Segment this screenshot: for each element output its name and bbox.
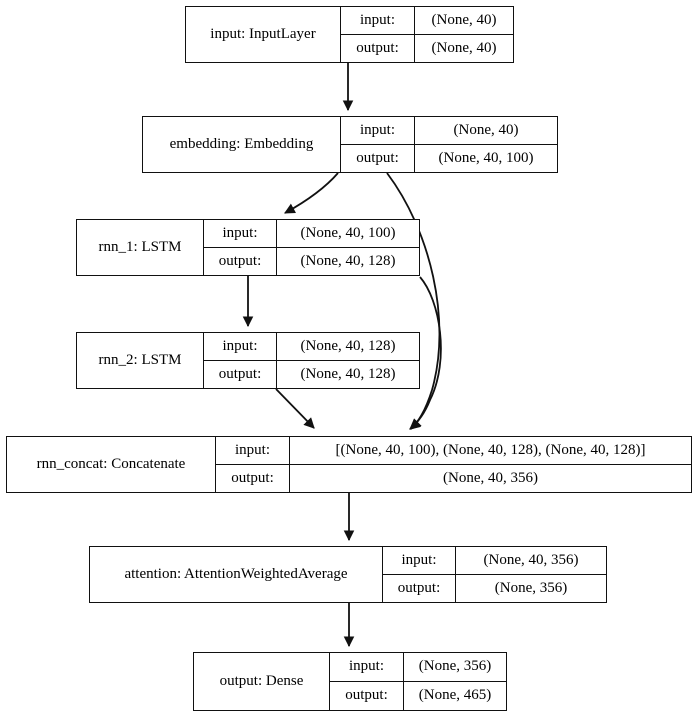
node-input-label: input: InputLayer [186,7,341,62]
node-attention-input-shape: (None, 40, 356) [483,551,579,568]
io-label-output: output: [216,464,290,492]
io-label-output: output: [204,360,277,388]
node-rnn-concat-io: input: [(None, 40, 100), (None, 40, 128)… [216,437,691,492]
io-label-input: input: [341,117,415,144]
node-output[interactable]: output: Dense input: (None, 356) output:… [193,652,507,711]
io-label-input: input: [204,220,277,247]
node-rnn-1-io: input: (None, 40, 100) output: (None, 40… [204,220,419,275]
edge-rnn2-to-concat [275,388,315,429]
node-rnn-2[interactable]: rnn_2: LSTM input: (None, 40, 128) outpu… [76,332,420,389]
node-rnn-1-row-output: output: (None, 40, 128) [204,247,419,275]
node-rnn-2-output-shape: (None, 40, 128) [300,365,396,382]
node-output-input-shape: (None, 356) [418,658,492,675]
node-input-row-output: output: (None, 40) [341,34,513,62]
node-output-row-input: input: (None, 356) [330,653,506,682]
node-attention[interactable]: attention: AttentionWeightedAverage inpu… [89,546,607,603]
node-output-row-output: output: (None, 465) [330,681,506,710]
node-output-label: output: Dense [194,653,330,710]
io-label-input: input: [204,333,277,360]
node-input-io: input: (None, 40) output: (None, 40) [341,7,513,62]
node-embedding[interactable]: embedding: Embedding input: (None, 40) o… [142,116,558,173]
io-label-output: output: [341,34,415,62]
node-attention-row-output: output: (None, 356) [383,574,606,602]
edge-rnn1-to-concat [409,276,442,430]
node-rnn-concat-row-output: output: (None, 40, 356) [216,464,691,492]
node-embedding-row-output: output: (None, 40, 100) [341,144,557,172]
node-rnn-2-row-input: input: (None, 40, 128) [204,333,419,361]
node-rnn-concat-label: rnn_concat: Concatenate [7,437,216,492]
node-attention-row-input: input: (None, 40, 356) [383,547,606,575]
node-rnn-2-io: input: (None, 40, 128) output: (None, 40… [204,333,419,388]
node-rnn-2-row-output: output: (None, 40, 128) [204,360,419,388]
edge-embedding-to-rnn1 [284,172,339,214]
node-rnn-1-row-input: input: (None, 40, 100) [204,220,419,248]
node-embedding-input-shape: (None, 40) [453,121,519,138]
io-label-input: input: [341,7,415,34]
node-rnn-concat[interactable]: rnn_concat: Concatenate input: [(None, 4… [6,436,692,493]
io-label-output: output: [330,681,404,710]
node-attention-label: attention: AttentionWeightedAverage [90,547,383,602]
io-label-output: output: [383,574,456,602]
node-output-output-shape: (None, 465) [418,687,492,704]
node-input-input-shape: (None, 40) [431,11,497,28]
node-rnn-1-output-shape: (None, 40, 128) [300,252,396,269]
node-rnn-2-label: rnn_2: LSTM [77,333,204,388]
node-embedding-io: input: (None, 40) output: (None, 40, 100… [341,117,557,172]
node-attention-output-shape: (None, 356) [494,579,568,596]
node-input-row-input: input: (None, 40) [341,7,513,35]
node-embedding-output-shape: (None, 40, 100) [438,149,534,166]
node-rnn-1-input-shape: (None, 40, 100) [300,224,396,241]
node-input-output-shape: (None, 40) [431,39,497,56]
node-rnn-concat-output-shape: (None, 40, 356) [443,469,538,486]
io-label-input: input: [383,547,456,574]
node-rnn-1[interactable]: rnn_1: LSTM input: (None, 40, 100) outpu… [76,219,420,276]
edge-embedding-to-concat [386,172,441,430]
io-label-output: output: [341,144,415,172]
node-rnn-1-label: rnn_1: LSTM [77,220,204,275]
node-rnn-2-input-shape: (None, 40, 128) [300,337,396,354]
node-attention-io: input: (None, 40, 356) output: (None, 35… [383,547,606,602]
node-output-io: input: (None, 356) output: (None, 465) [330,653,506,710]
node-rnn-concat-row-input: input: [(None, 40, 100), (None, 40, 128)… [216,437,691,465]
io-label-input: input: [216,437,290,464]
node-embedding-label: embedding: Embedding [143,117,341,172]
node-rnn-concat-input-shape: [(None, 40, 100), (None, 40, 128), (None… [335,441,646,458]
node-embedding-row-input: input: (None, 40) [341,117,557,145]
node-input[interactable]: input: InputLayer input: (None, 40) outp… [185,6,514,63]
io-label-input: input: [330,653,404,681]
io-label-output: output: [204,247,277,275]
